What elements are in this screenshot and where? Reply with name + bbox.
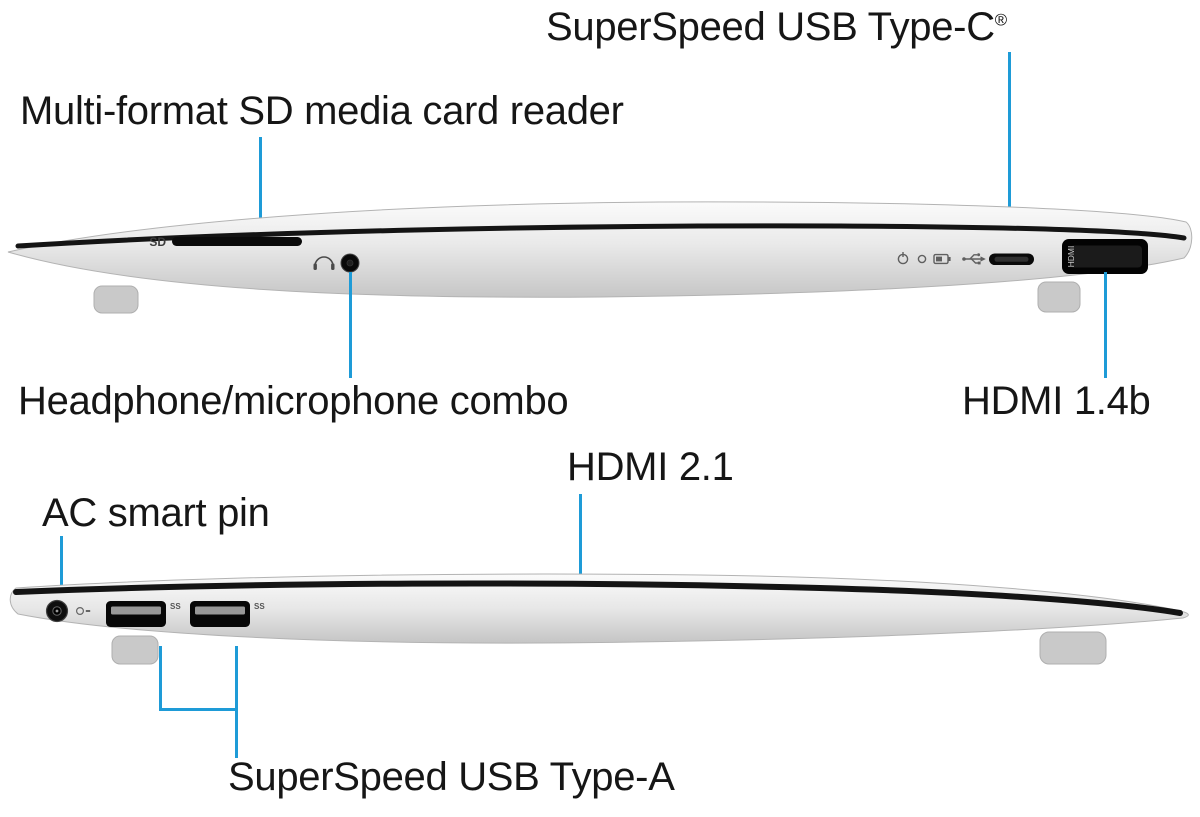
callout-line-headphone [349, 272, 352, 378]
label-ac-smart-pin: AC smart pin [42, 491, 270, 535]
laptop-foot [1037, 281, 1081, 313]
laptop-left-side-profile: SS SS [9, 573, 1189, 665]
usb-a-port [106, 601, 166, 627]
callout-line-sd-reader [259, 137, 262, 238]
label-hdmi-21: HDMI 2.1 [567, 445, 734, 489]
superspeed-marking: SS [170, 602, 181, 611]
lid-seam [15, 223, 1187, 249]
callout-line-usb-a-1 [159, 646, 162, 711]
laptop-foot [93, 285, 139, 314]
callout-line-usb-a-connector [159, 708, 238, 711]
usb-c-port [989, 253, 1034, 265]
label-text: SuperSpeed USB Type-C [546, 5, 995, 49]
indicator-led-icon [917, 254, 927, 264]
label-superspeed-usb-type-a: SuperSpeed USB Type-A [228, 755, 675, 799]
usb-a-port [190, 601, 250, 627]
sd-marking: SD [149, 235, 166, 249]
registered-mark: ® [994, 10, 1008, 30]
ac-adapter-icon [75, 606, 91, 615]
callout-line-hdmi-21 [579, 494, 582, 590]
callout-line-usb-a-2 [235, 646, 238, 758]
headphone-jack-port [340, 253, 360, 273]
sd-card-slot: SD [149, 235, 302, 249]
lid-seam [13, 580, 1183, 616]
label-hdmi-14b: HDMI 1.4b [962, 379, 1151, 423]
label-superspeed-usb-type-c: SuperSpeed USB Type-C® [546, 6, 1007, 48]
battery-status-icon [933, 253, 951, 265]
superspeed-marking: SS [254, 602, 265, 611]
headphone-icon [313, 256, 335, 270]
ac-power-jack [45, 599, 69, 623]
power-status-icon [897, 252, 909, 265]
hdmi-marking: HDMI [1066, 246, 1076, 268]
label-sd-card-reader: Multi-format SD media card reader [20, 89, 624, 133]
usb-trident-icon [962, 253, 986, 265]
hdmi-port: HDMI [1062, 239, 1148, 274]
callout-line-hdmi-14b [1104, 272, 1107, 378]
laptop-body [7, 201, 1193, 298]
label-headphone-combo: Headphone/microphone combo [18, 379, 569, 423]
laptop-foot [111, 635, 159, 665]
laptop-right-side-profile: SD [7, 201, 1193, 314]
callout-line-ac-pin [60, 536, 63, 602]
callout-line-usb-type-c [1008, 52, 1011, 235]
laptop-foot [1039, 631, 1107, 665]
status-icons [897, 252, 986, 265]
